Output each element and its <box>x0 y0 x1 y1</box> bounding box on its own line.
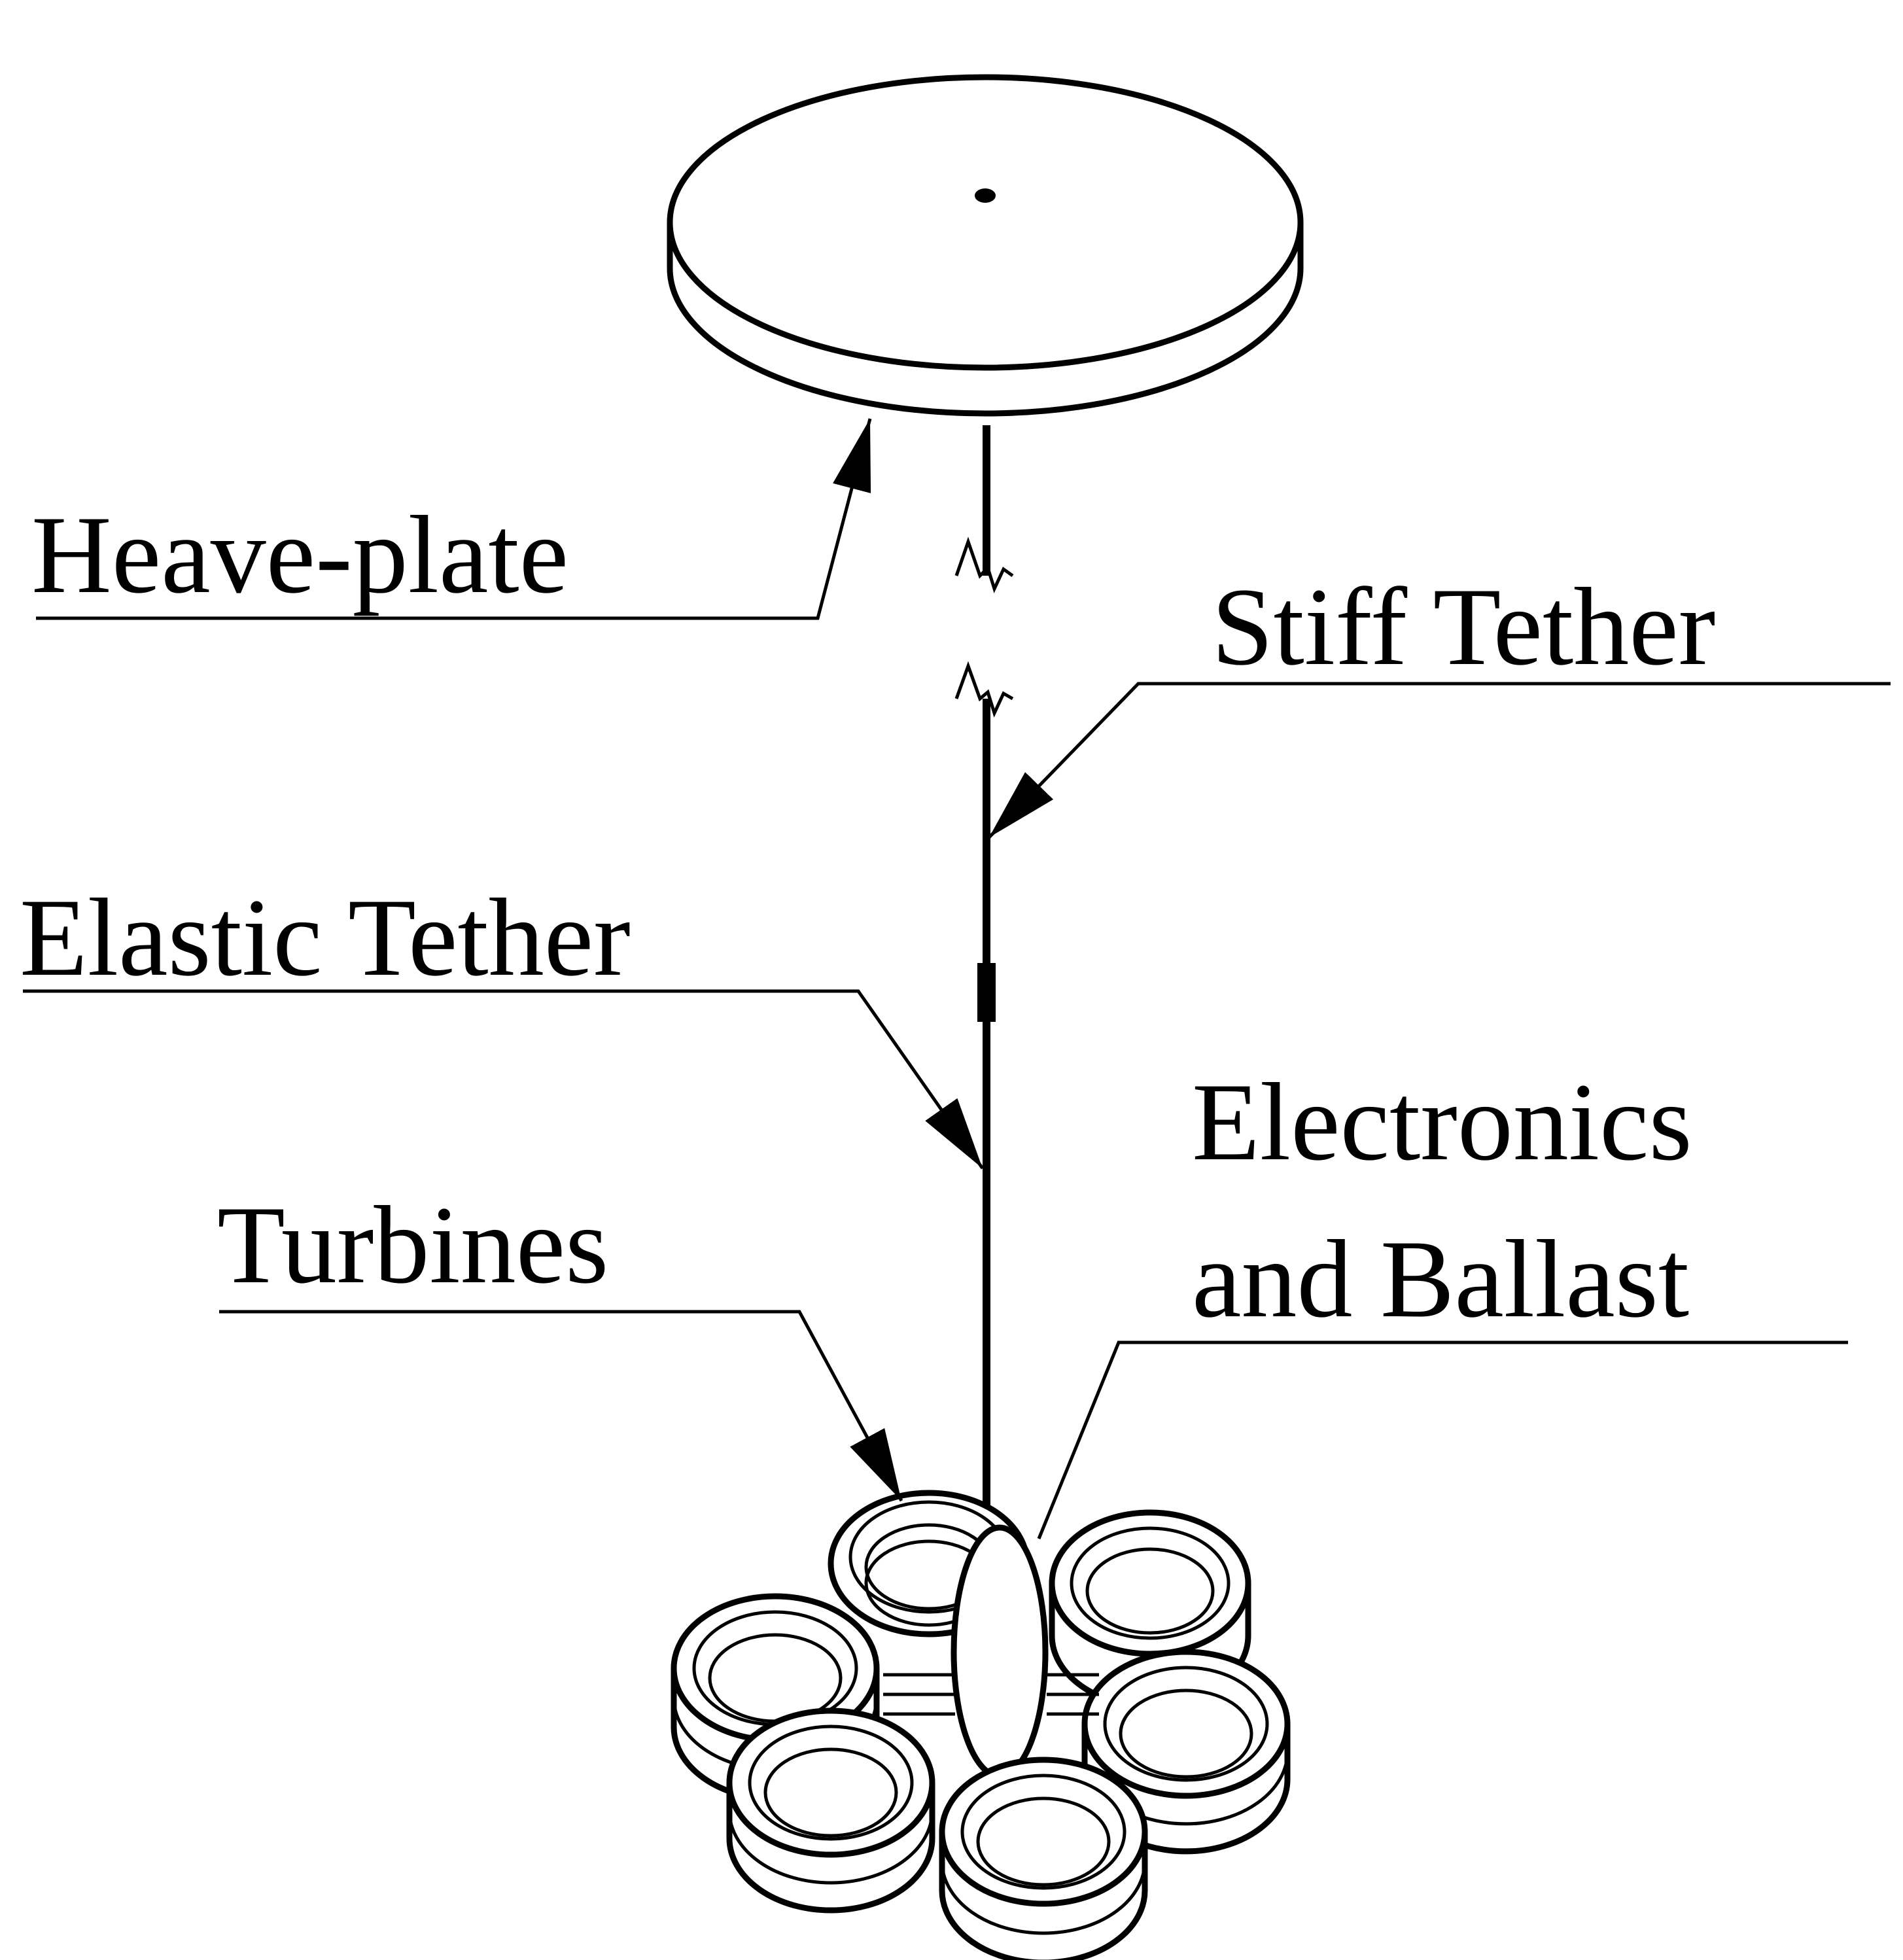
tether <box>954 425 1014 1616</box>
heave-plate-leader <box>36 418 872 620</box>
turbine-cluster <box>671 1490 1291 1960</box>
heave-plate-top <box>667 74 1304 371</box>
turbines-leader <box>219 1310 903 1502</box>
callout-turbines: Turbines <box>217 1183 903 1502</box>
tether-break-upper <box>954 536 1014 593</box>
heave-plate-label: Heave-plate <box>31 493 568 616</box>
stiff-tether-leader <box>988 682 1891 839</box>
turbines-label: Turbines <box>217 1183 608 1306</box>
electronics-leader <box>1037 1340 1848 1539</box>
tether-break-lower <box>954 661 1014 718</box>
stiff-tether-label: Stiff Tether <box>1212 565 1715 688</box>
heave-plate <box>667 74 1304 417</box>
callout-electronics: Electronics and Ballast <box>1037 1060 1848 1539</box>
tether-joint <box>977 963 996 1022</box>
elastic-tether-label: Elastic Tether <box>20 876 631 999</box>
turbine-front <box>939 1757 1148 1960</box>
electronics-label-line2: and Ballast <box>1192 1217 1689 1340</box>
elastic-tether-leader <box>23 989 985 1170</box>
callout-elastic-tether: Elastic Tether <box>20 876 985 1170</box>
electronics-label-line1: Electronics <box>1192 1060 1692 1183</box>
heave-plate-center-dot <box>975 188 996 203</box>
callout-stiff-tether: Stiff Tether <box>988 565 1891 839</box>
turbine-front-left <box>726 1707 935 1914</box>
callout-heave-plate: Heave-plate <box>31 418 872 620</box>
